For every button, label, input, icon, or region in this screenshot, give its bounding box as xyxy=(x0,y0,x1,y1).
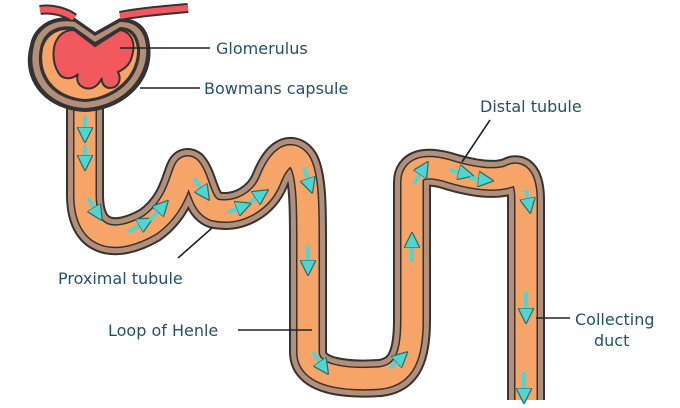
flow-arrows xyxy=(85,115,529,396)
labels: Glomerulus Bowmans capsule Distal tubule… xyxy=(58,39,655,350)
flow-arrow xyxy=(192,176,205,194)
bowmans-capsule-label: Bowmans capsule xyxy=(204,79,348,98)
distal-tubule-leader xyxy=(461,119,491,163)
flow-arrow xyxy=(148,206,163,222)
distal-tubule-label: Distal tubule xyxy=(480,97,582,116)
flow-arrow xyxy=(304,167,310,186)
flow-arrow xyxy=(86,196,98,214)
flow-arrow xyxy=(449,170,466,174)
flow-arrow xyxy=(311,350,324,368)
proximal-tubule-label: Proximal tubule xyxy=(58,269,183,288)
flow-arrow xyxy=(248,194,262,202)
collecting-duct-label-line2: duct xyxy=(594,331,629,350)
tubule xyxy=(66,105,545,400)
glomerulus-label: Glomerulus xyxy=(216,39,308,58)
collecting-duct-label-line1: Collecting xyxy=(575,310,655,329)
glomerulus-shape xyxy=(52,28,135,90)
flow-arrow xyxy=(227,206,244,212)
flow-arrow xyxy=(412,168,424,186)
flow-arrow xyxy=(388,357,402,370)
loop-of-henle-label: Loop of Henle xyxy=(108,321,218,340)
flow-arrow xyxy=(127,222,146,234)
flow-arrow xyxy=(526,189,529,206)
flow-arrow xyxy=(469,178,486,180)
leader-lines xyxy=(120,47,570,331)
proximal-tubule-leader xyxy=(177,227,213,259)
